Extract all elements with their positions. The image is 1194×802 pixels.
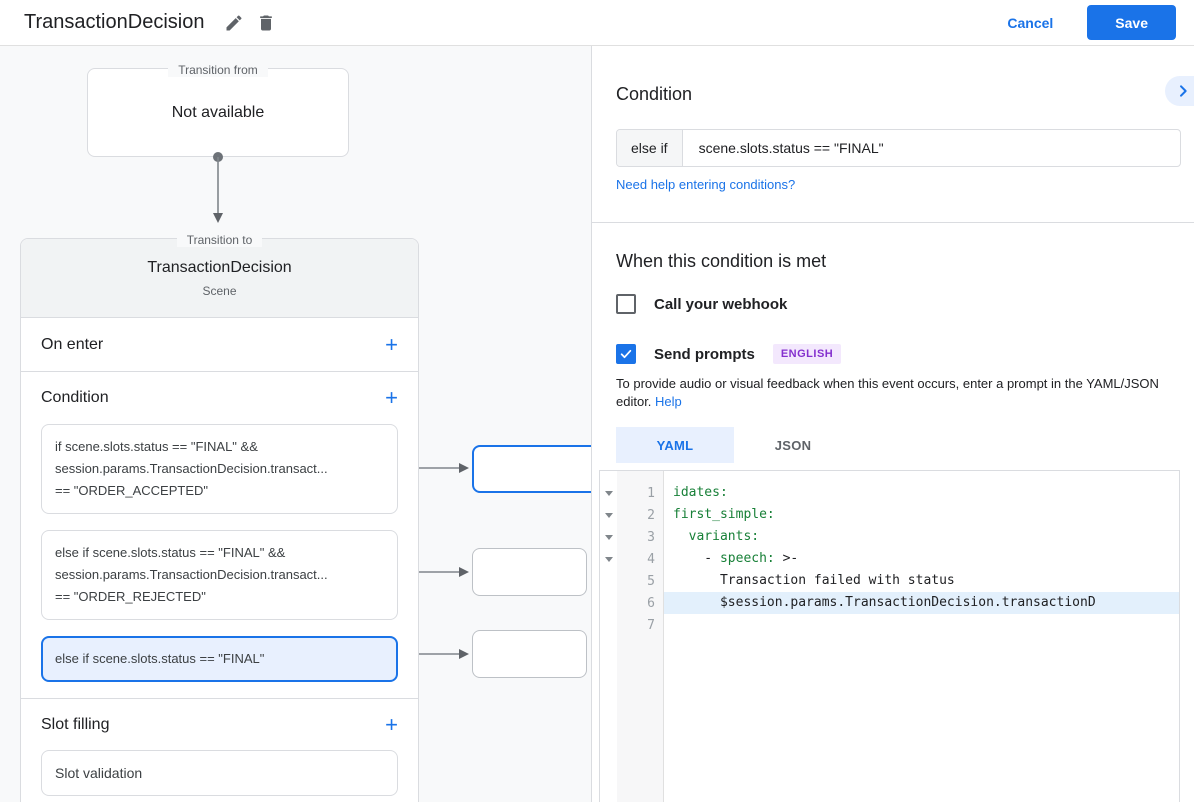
editor-tabs: YAML JSON xyxy=(616,427,852,463)
on-enter-section: On enter + xyxy=(21,318,418,372)
send-prompts-row: Send prompts ENGLISH xyxy=(616,344,842,364)
edit-title-button[interactable] xyxy=(218,7,250,39)
code-line-2[interactable]: 2 first_simple: xyxy=(600,504,1179,526)
panel-title: Condition xyxy=(616,84,693,104)
add-slot-button[interactable]: + xyxy=(385,711,398,737)
condition-section-label: Condition xyxy=(41,389,109,406)
fold-arrow-icon[interactable] xyxy=(604,490,613,496)
fold-gutter xyxy=(600,471,617,802)
add-on-enter-button[interactable]: + xyxy=(385,331,398,357)
condition-card-1[interactable]: if scene.slots.status == "FINAL" && sess… xyxy=(41,424,398,514)
code-line-7[interactable]: 7 xyxy=(647,617,655,633)
call-webhook-checkbox[interactable] xyxy=(616,294,636,314)
code-line-6-active[interactable]: 6 $session.params.TransactionDecision.tr… xyxy=(600,592,1179,614)
scene-diagram-pane: Transition from Not available Transition… xyxy=(0,46,591,802)
language-badge: ENGLISH xyxy=(772,344,842,364)
condition-expression-input[interactable]: else if scene.slots.status == "FINAL" xyxy=(616,129,1181,167)
page-title: TransactionDecision xyxy=(24,11,205,33)
send-prompts-checkbox[interactable] xyxy=(616,344,636,364)
condition-section-header: Condition + xyxy=(21,372,418,424)
send-prompts-label: Send prompts xyxy=(654,345,755,363)
condition-prefix: else if xyxy=(617,130,683,166)
transition-from-box: Transition from Not available xyxy=(87,63,349,157)
code-line-3[interactable]: 3 variants: xyxy=(600,526,1179,548)
slot-filling-section-header: Slot filling + xyxy=(21,699,418,750)
scene-node-header[interactable]: TransactionDecision Scene xyxy=(21,239,418,318)
add-condition-button[interactable]: + xyxy=(385,385,398,410)
topbar-actions: Cancel Save xyxy=(1007,5,1176,40)
section-divider xyxy=(21,698,418,699)
fold-arrow-icon[interactable] xyxy=(604,556,613,562)
conditions-help-link[interactable]: Need help entering conditions? xyxy=(616,177,796,192)
arrowhead-icon xyxy=(459,649,469,659)
condition-card-3-selected[interactable]: else if scene.slots.status == "FINAL" xyxy=(41,636,398,682)
condition-cards: if scene.slots.status == "FINAL" && sess… xyxy=(21,424,418,682)
slot-filling-label: Slot filling xyxy=(41,715,110,733)
arrowhead-icon xyxy=(459,463,469,473)
slot-validation-card[interactable]: Slot validation xyxy=(41,750,398,796)
arrowhead-icon xyxy=(459,567,469,577)
yaml-code-editor[interactable]: 1 idates: 2 first_simple: 3 variants: 4 … xyxy=(599,470,1180,802)
fold-arrow-icon[interactable] xyxy=(604,534,613,540)
on-enter-label: On enter xyxy=(41,335,104,353)
condition-expression-value[interactable]: scene.slots.status == "FINAL" xyxy=(698,140,884,156)
save-button[interactable]: Save xyxy=(1087,5,1176,40)
transition-target-box-3[interactable] xyxy=(472,630,587,678)
top-bar: TransactionDecision Cancel Save xyxy=(0,0,1194,46)
condition-editor-panel: Condition else if scene.slots.status == … xyxy=(591,46,1194,802)
trash-icon xyxy=(260,15,273,30)
delete-scene-button[interactable] xyxy=(250,7,282,39)
code-line-1[interactable]: 1 idates: xyxy=(600,482,1179,504)
scene-name: TransactionDecision xyxy=(147,259,292,276)
prompt-hint: To provide audio or visual feedback when… xyxy=(616,376,1159,409)
collapse-panel-button[interactable] xyxy=(1165,76,1194,106)
when-condition-met-title: When this condition is met xyxy=(616,251,827,271)
scene-type: Scene xyxy=(202,284,237,298)
code-line-5[interactable]: 5 Transaction failed with status xyxy=(647,573,955,589)
transition-target-box-1[interactable] xyxy=(472,445,591,493)
line-number-gutter xyxy=(617,471,664,802)
cancel-button[interactable]: Cancel xyxy=(1007,14,1054,31)
transition-target-box-2[interactable] xyxy=(472,548,587,596)
code-line-4[interactable]: 4 - speech: >- xyxy=(600,548,1179,570)
panel-divider xyxy=(592,222,1194,223)
code-lines: 1 idates: 2 first_simple: 3 variants: 4 … xyxy=(600,482,1179,636)
call-webhook-label: Call your webhook xyxy=(654,295,788,313)
pencil-icon xyxy=(226,14,242,30)
call-webhook-row: Call your webhook xyxy=(616,294,787,314)
arrowhead-icon xyxy=(213,213,223,223)
tab-yaml[interactable]: YAML xyxy=(616,427,734,463)
fold-arrow-icon[interactable] xyxy=(604,512,613,518)
transition-from-content: Not available xyxy=(171,103,265,121)
hint-help-link[interactable]: Help xyxy=(655,394,682,409)
condition-card-2[interactable]: else if scene.slots.status == "FINAL" &&… xyxy=(41,530,398,620)
transition-to-box: Transition to TransactionDecision Scene … xyxy=(20,233,419,802)
tab-json[interactable]: JSON xyxy=(734,427,852,463)
transition-from-legend: Transition from xyxy=(88,61,348,79)
chevron-right-icon xyxy=(1179,85,1187,97)
checkmark-icon xyxy=(620,349,632,359)
